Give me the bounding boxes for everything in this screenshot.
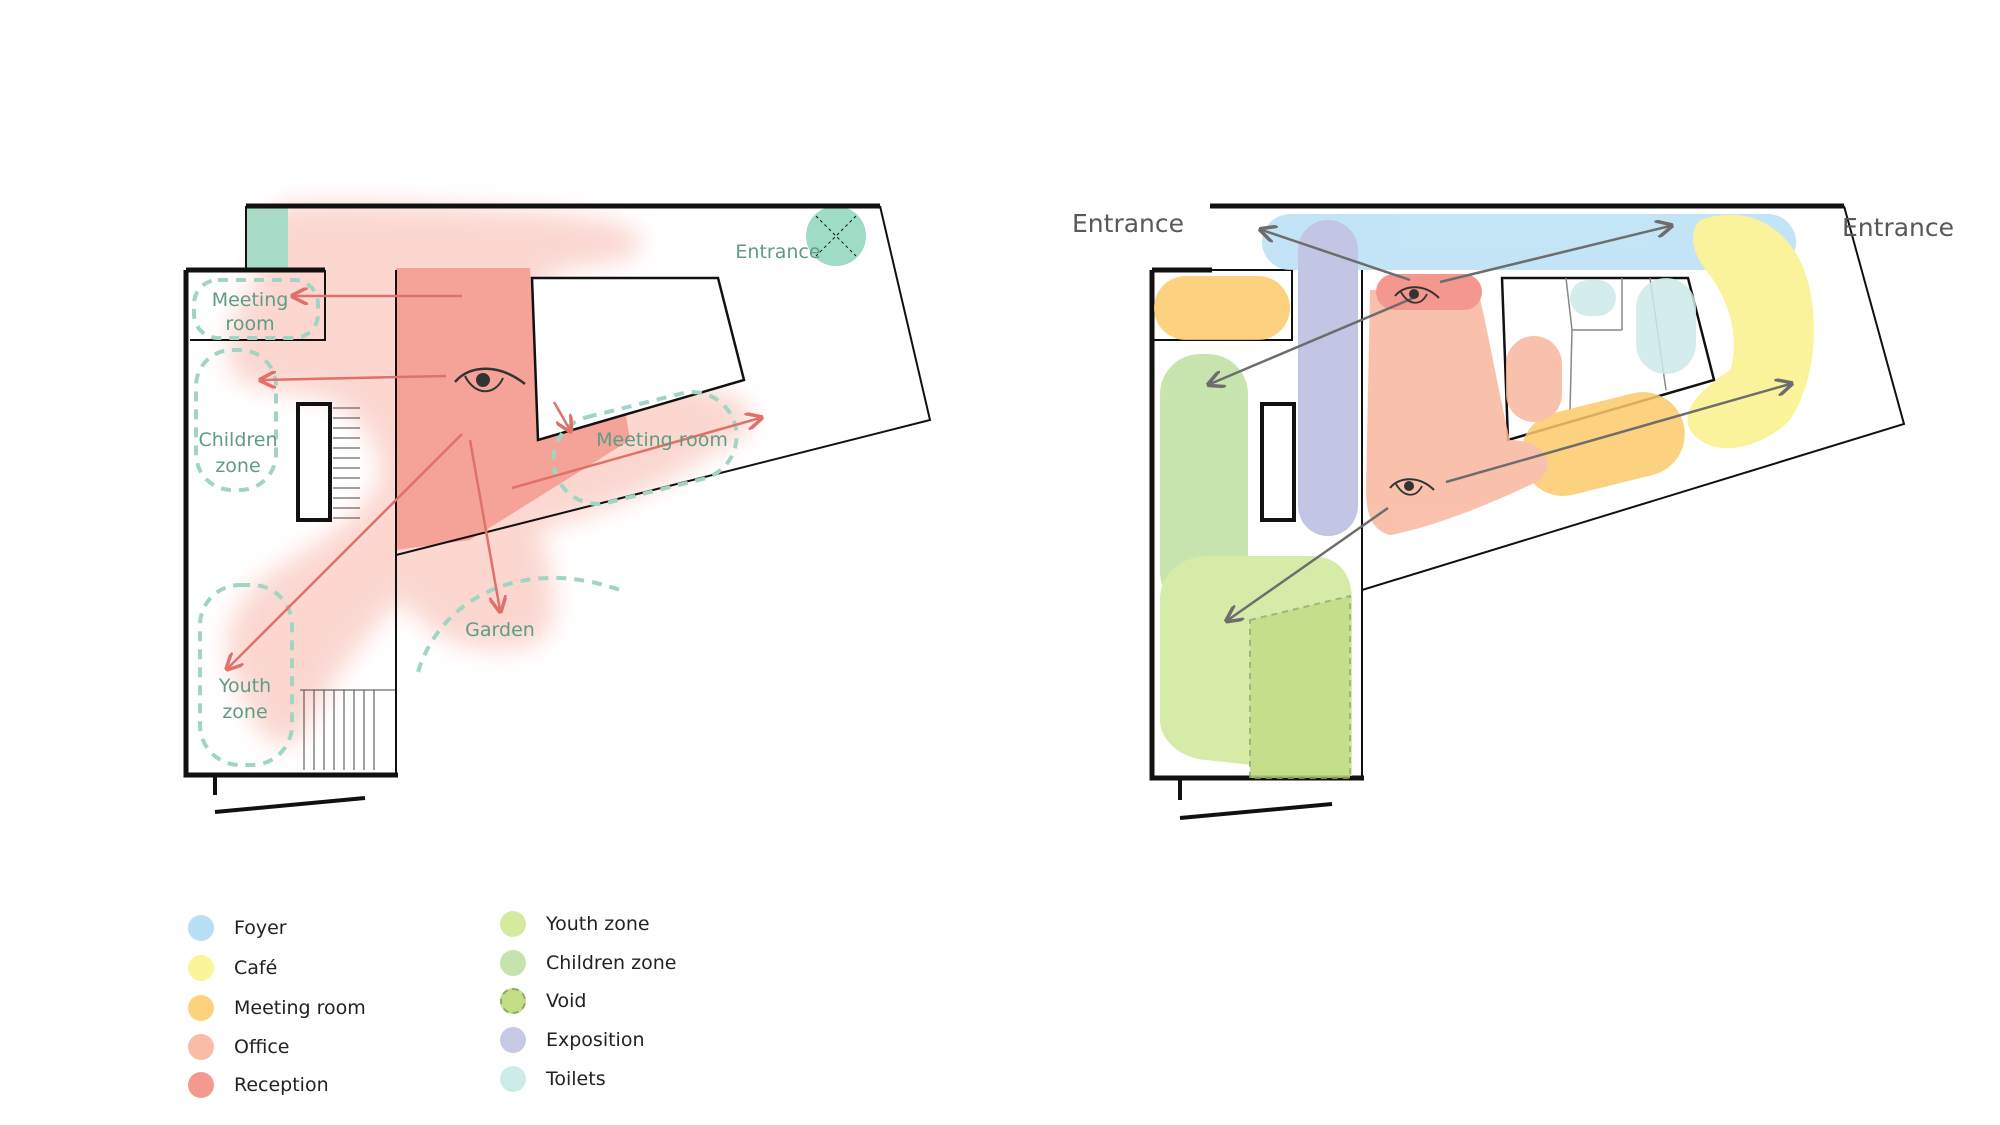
legend-item-foyer: Foyer bbox=[188, 915, 287, 941]
reception-zone bbox=[396, 268, 630, 550]
legend-swatch bbox=[500, 1027, 526, 1053]
legend-label: Reception bbox=[234, 1074, 329, 1096]
label-children-zone-2: zone bbox=[215, 455, 260, 477]
meeting-room-top-outline bbox=[192, 278, 320, 340]
label-entrance-right-plan-right: Entrance bbox=[1842, 213, 1954, 242]
cafe-zone bbox=[1687, 214, 1814, 449]
legend-label: Children zone bbox=[546, 952, 677, 974]
legend-swatch bbox=[188, 915, 214, 941]
legend-label: Office bbox=[234, 1036, 290, 1058]
label-entrance-left: Entrance bbox=[735, 241, 820, 263]
legend-item-toilets: Toilets bbox=[500, 1066, 606, 1092]
legend-swatch bbox=[500, 988, 526, 1014]
children-zone-right bbox=[1160, 354, 1248, 612]
office-zone bbox=[1366, 290, 1549, 535]
legend-swatch bbox=[188, 1034, 214, 1060]
legend-swatch bbox=[500, 1066, 526, 1092]
eye-icon-lower bbox=[1389, 478, 1435, 496]
programme-zones bbox=[1154, 214, 1814, 779]
void-zone bbox=[1249, 594, 1351, 779]
reception-zone-right bbox=[1376, 274, 1482, 310]
label-garden: Garden bbox=[465, 619, 535, 641]
legend-label: Youth zone bbox=[546, 913, 650, 935]
legend-item-exposition: Exposition bbox=[500, 1027, 645, 1053]
legend-label: Café bbox=[234, 957, 278, 979]
legend-item-office: Office bbox=[188, 1034, 289, 1060]
legend-item-reception: Reception bbox=[188, 1072, 329, 1098]
toilets-zone-2 bbox=[1636, 278, 1696, 374]
label-entrance-right-plan-left: Entrance bbox=[1072, 209, 1184, 238]
youth-zone-outline bbox=[198, 583, 294, 767]
garden-outline bbox=[416, 575, 621, 673]
children-zone-outline bbox=[194, 348, 278, 492]
label-meeting-room-right: Meeting room bbox=[596, 429, 728, 451]
label-youth-zone: Youth bbox=[218, 675, 271, 697]
legend-label: Toilets bbox=[546, 1068, 606, 1090]
legend-item-youth-zone: Youth zone bbox=[500, 911, 650, 937]
legend-item-void: Void bbox=[500, 988, 587, 1014]
label-meeting-room-top-2: room bbox=[225, 313, 274, 335]
legend-swatch bbox=[188, 955, 214, 981]
legend-swatch bbox=[188, 995, 214, 1021]
meeting-room-top-marker bbox=[246, 206, 288, 268]
legend-label: Void bbox=[546, 990, 587, 1012]
legend-label: Meeting room bbox=[234, 997, 366, 1019]
label-youth-zone-2: zone bbox=[222, 701, 267, 723]
inner-void-left bbox=[530, 276, 746, 442]
meeting-room-zone-2 bbox=[1521, 392, 1685, 496]
label-meeting-room-top: Meeting bbox=[212, 289, 289, 311]
legend-label: Exposition bbox=[546, 1029, 645, 1051]
eye-icon-upper bbox=[1394, 286, 1440, 304]
exposition-zone bbox=[1298, 220, 1358, 536]
legend-item-children-zone: Children zone bbox=[500, 950, 676, 976]
left-floor-plan: Meeting room Children zone Youth zone Me… bbox=[183, 202, 932, 814]
legend-item-cafe: Café bbox=[188, 955, 277, 981]
legend-item-meeting-room: Meeting room bbox=[188, 995, 366, 1021]
label-children-zone: Children bbox=[198, 429, 277, 451]
legend-swatch bbox=[188, 1072, 214, 1098]
toilets-zone-1 bbox=[1570, 280, 1616, 316]
right-floor-plan: Entrance Entrance bbox=[1072, 203, 1954, 820]
legend-label: Foyer bbox=[234, 917, 287, 939]
legend-swatch bbox=[500, 911, 526, 937]
eye-icon bbox=[454, 367, 526, 393]
office-zone-small bbox=[1506, 336, 1562, 422]
meeting-room-zone-1 bbox=[1154, 276, 1290, 340]
legend-swatch bbox=[500, 950, 526, 976]
